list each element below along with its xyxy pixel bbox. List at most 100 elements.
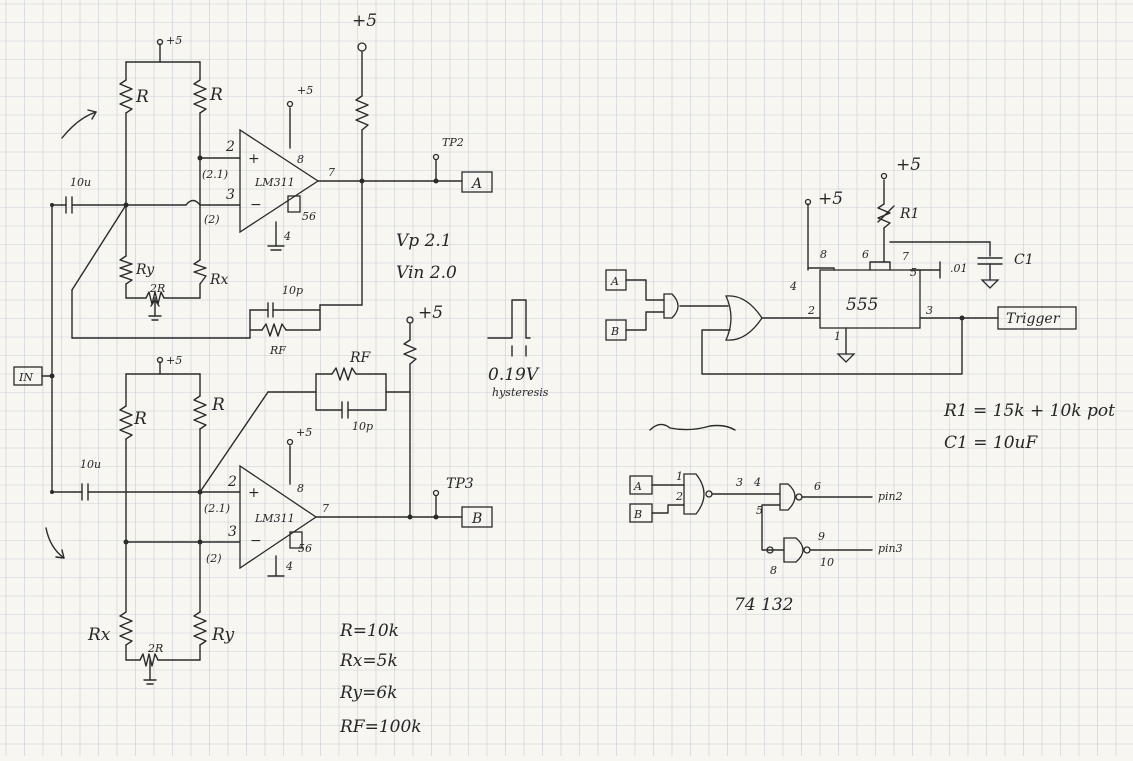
- nand-gate-1: [683, 473, 705, 515]
- test-point-label: TP3: [446, 476, 474, 492]
- trigger-box: [997, 306, 1077, 330]
- nand-gate-2: [779, 483, 796, 511]
- resistor-label-r: R: [211, 395, 225, 415]
- cap-label: .01: [950, 262, 968, 275]
- gate-input-b: B: [633, 508, 642, 521]
- chip-label: 74 132: [734, 595, 793, 615]
- supply-label: +5: [296, 426, 312, 439]
- pin-label: 3: [228, 524, 237, 540]
- hysteresis-pulse-icon: [487, 299, 531, 339]
- cap-label: 10p: [282, 284, 303, 297]
- bottom-comparator-circuit: +5 R R 10u 2 (2.1) 3 (2) + − LM311 +: [45, 303, 493, 685]
- cap-label-c1: C1: [1014, 252, 1034, 268]
- resistor-label-r: R: [209, 85, 223, 105]
- minus-sign: −: [250, 533, 262, 549]
- hysteresis-voltage: 0.19V: [488, 365, 540, 385]
- pin-label: 2: [807, 304, 815, 317]
- nand-gate-3: [783, 537, 804, 563]
- output-pin-label: pin2: [878, 490, 903, 503]
- pin-label: 4: [753, 476, 761, 489]
- pin-label: 2: [675, 490, 683, 503]
- threshold-notes: Vp 2.1 Vin 2.0 0.19V hysteresis: [396, 231, 549, 399]
- opamp-label: LM311: [254, 176, 295, 189]
- output-a-box: [461, 171, 493, 193]
- pin-label: 7: [328, 166, 335, 179]
- supply-label: +5: [166, 34, 182, 47]
- top-comparator-circuit: +5 R R 10u 2 3 (2.1) (2): [50, 11, 493, 376]
- output-b-label: B: [471, 511, 482, 527]
- gate-input-b: B: [610, 325, 619, 338]
- pin-label: 8: [297, 482, 304, 495]
- pin-label: 5: [756, 504, 763, 517]
- pin-label: 3: [736, 476, 743, 489]
- cap-label: 10p: [352, 420, 373, 433]
- supply-label: +5: [297, 84, 313, 97]
- value-r1: R1 = 15k + 10k pot: [943, 401, 1115, 421]
- pot-label: 2R: [147, 642, 163, 655]
- trigger-label: Trigger: [1006, 311, 1061, 327]
- value-ry: Ry=6k: [339, 683, 397, 703]
- pin-label: 1: [834, 330, 841, 343]
- node-voltage: (2): [206, 552, 222, 565]
- pin-label: 3: [926, 304, 933, 317]
- supply-label: +5: [166, 354, 182, 367]
- node-voltage: (2): [204, 213, 220, 226]
- pin-label: 2: [227, 474, 237, 490]
- input-terminal: IN: [13, 366, 55, 493]
- gate-input-a: A: [633, 480, 642, 493]
- output-pin-label: pin3: [878, 542, 903, 555]
- pin-label: 8: [297, 153, 304, 166]
- pin-label: 9: [818, 530, 825, 543]
- supply-label: +5: [352, 11, 377, 31]
- value-rf: RF=100k: [339, 717, 422, 737]
- cap-label: 10u: [70, 176, 91, 189]
- pin-label: 8: [770, 564, 777, 577]
- pin-label: 6: [814, 480, 821, 493]
- input-label: IN: [18, 371, 33, 384]
- pin-label: 4: [285, 560, 293, 573]
- pin-label: 2: [225, 139, 235, 155]
- pin-label: 56: [298, 542, 312, 555]
- resistor-label-rx: Rx: [87, 625, 111, 645]
- node-voltage: (2.1): [202, 168, 228, 181]
- resistor-label-r: R: [135, 87, 149, 107]
- pin-label: 3: [226, 187, 235, 203]
- pin-label: 10: [820, 556, 834, 569]
- resistor-label-rf: RF: [269, 344, 286, 357]
- pin-label: 5: [910, 266, 917, 279]
- pin-label: 6: [862, 248, 869, 261]
- resistor-label-ry: Ry: [135, 262, 155, 278]
- component-values: R=10k Rx=5k Ry=6k RF=100k: [339, 621, 422, 737]
- pin-label: 7: [322, 502, 329, 515]
- minus-sign: −: [250, 197, 262, 213]
- value-rx: Rx=5k: [339, 651, 398, 671]
- resistor-label-rx: Rx: [209, 272, 229, 288]
- cap-label: 10u: [80, 458, 101, 471]
- hysteresis-word: hysteresis: [492, 386, 549, 399]
- output-b-box: [461, 506, 493, 528]
- supply-label: +5: [418, 303, 443, 323]
- supply-label: +5: [818, 189, 843, 209]
- or-gate: [725, 295, 763, 341]
- vp-note: Vp 2.1: [396, 231, 452, 251]
- pin-label: 4: [283, 230, 291, 243]
- and-gate: [663, 293, 679, 319]
- pot-label: 2R: [149, 282, 165, 295]
- pin-label: 8: [820, 248, 827, 261]
- value-r: R=10k: [339, 621, 399, 641]
- resistor-label-rf: RF: [349, 350, 372, 366]
- plus-sign: +: [248, 151, 260, 167]
- gate-input-a: A: [610, 275, 619, 288]
- nand-gate-circuit: A B 1 2 3 4 6 pin2 5 9 8 10 pin3 74 132: [629, 470, 903, 615]
- timer-555-circuit: A B 555 2 4 8 6 7 5 3 1 +5 +5 R1: [605, 155, 1077, 431]
- opamp-label: LM311: [254, 512, 295, 525]
- timer-values: R1 = 15k + 10k pot C1 = 10uF: [943, 401, 1115, 453]
- value-c1: C1 = 10uF: [944, 433, 1038, 453]
- supply-label: +5: [896, 155, 921, 175]
- timer-label: 555: [846, 295, 878, 315]
- plus-sign: +: [248, 485, 260, 501]
- pin-label: 56: [302, 210, 316, 223]
- pin-label: 7: [902, 250, 909, 263]
